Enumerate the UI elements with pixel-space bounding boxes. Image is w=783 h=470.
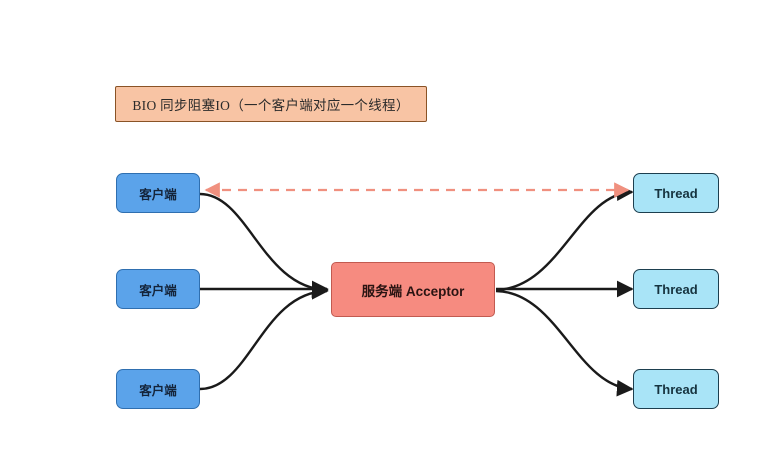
title-banner-label: BIO 同步阻塞IO（一个客户端对应一个线程） — [132, 98, 410, 113]
thread-box-2-label: Thread — [654, 281, 698, 297]
client-box-1-label: 客户端 — [139, 187, 177, 202]
edge-client-3-to-server — [199, 282, 329, 391]
title-banner: BIO 同步阻塞IO（一个客户端对应一个线程） — [115, 86, 427, 122]
server-acceptor-label: 服务端 Acceptor — [361, 283, 465, 299]
server-acceptor-box[interactable]: 服务端 Acceptor — [331, 262, 495, 317]
thread-box-3-label: Thread — [654, 381, 698, 397]
edge-server-to-thread-1 — [495, 184, 634, 292]
client-box-2-label: 客户端 — [139, 283, 177, 298]
client-box-1[interactable]: 客户端 — [116, 173, 200, 213]
client-box-2[interactable]: 客户端 — [116, 269, 200, 309]
thread-box-2[interactable]: Thread — [633, 269, 719, 309]
thread-box-3[interactable]: Thread — [633, 369, 719, 409]
thread-box-1-label: Thread — [654, 185, 698, 201]
edge-server-to-thread-3 — [495, 289, 634, 397]
client-box-3-label: 客户端 — [139, 383, 177, 398]
thread-box-1[interactable]: Thread — [633, 173, 719, 213]
edge-client-1-to-server — [199, 192, 329, 298]
client-box-3[interactable]: 客户端 — [116, 369, 200, 409]
